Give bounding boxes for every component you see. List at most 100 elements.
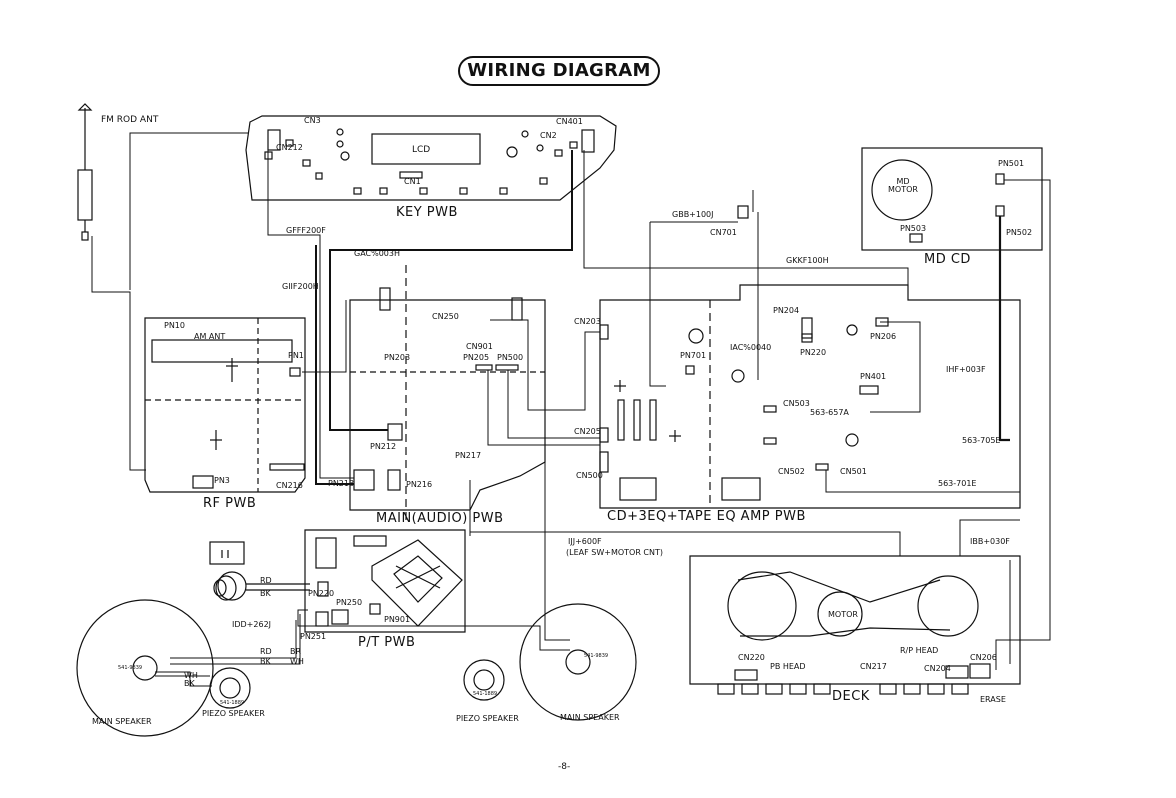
wire-bk-horn: BK <box>260 589 271 598</box>
pn216-label: PN216 <box>406 480 433 489</box>
cn220-label: CN220 <box>738 653 765 662</box>
piezo-speaker-left <box>209 667 251 709</box>
pn503-connector <box>909 233 923 243</box>
cable-gac003h: GAC%003H <box>354 249 401 258</box>
cable-563-701e: 563-701E <box>938 479 977 488</box>
cable-gbb100j: GBB+100J <box>672 210 714 219</box>
pn204-label: PN204 <box>773 306 800 315</box>
cable-iac0040: IAC%0040 <box>730 343 772 352</box>
cable-gfff200f: GFFF200F <box>286 226 326 235</box>
pn1-label: PN1 <box>288 351 304 360</box>
erase-label: ERASE <box>980 695 1006 704</box>
tweeter-horn <box>213 571 310 601</box>
pn220-connector <box>801 333 813 343</box>
cable-ibb030f: IBB+030F <box>970 537 1010 546</box>
cn500-label: CN500 <box>576 471 603 480</box>
cn206-label: CN206 <box>970 653 997 662</box>
pn204-connector <box>801 317 813 339</box>
main-audio-pwb-outline <box>349 299 546 511</box>
piezo-speaker-right <box>463 659 505 701</box>
cn216-label: CN216 <box>276 481 303 490</box>
cn2-label: CN2 <box>540 131 557 140</box>
cn500-connector <box>599 451 609 473</box>
pn501-connector <box>995 173 1005 185</box>
cn212-connector <box>267 129 281 151</box>
pn213-connector <box>353 469 375 491</box>
ground-symbols <box>210 358 681 450</box>
cable-idd262j: IDD+262J <box>232 620 272 629</box>
pn701-connector <box>685 365 695 375</box>
main-audio-pwb-label: MAIN(AUDIO) PWB <box>376 511 504 526</box>
main-speaker-left <box>76 599 214 737</box>
lcd-display <box>371 133 481 165</box>
page-title: WIRING DIAGRAM <box>458 56 660 86</box>
cn205-connector <box>599 427 609 443</box>
deck-belt <box>737 571 951 637</box>
pn901-label: PN901 <box>384 615 411 624</box>
fm-rod-ant-label: FM ROD ANT <box>101 115 159 125</box>
piezo-speaker-right-label: PIEZO SPEAKER <box>456 714 519 723</box>
pn216-connector <box>387 469 401 491</box>
key-pwb-buttons <box>264 128 578 195</box>
wire-bk-speaker: BK <box>260 657 271 666</box>
pn502-label: PN502 <box>1006 228 1033 237</box>
key-pwb-label: KEY PWB <box>396 205 458 220</box>
cn503-label: CN503 <box>783 399 810 408</box>
md-motor-circle <box>871 159 933 221</box>
cn212-label: CN212 <box>276 143 303 152</box>
lcd-label: LCD <box>412 145 431 155</box>
capacitor-box <box>209 541 245 565</box>
pn3-connector <box>192 475 214 489</box>
speaker-code-main-left: 541-9839 <box>118 665 143 671</box>
cn901-label: CN901 <box>466 342 493 351</box>
pn503-label: PN503 <box>900 224 927 233</box>
eq-sliders <box>617 399 657 441</box>
rf-pwb-label: RF PWB <box>203 496 257 511</box>
speaker-code-piezo-left: 541-1889 <box>220 700 245 706</box>
deck-label: DECK <box>832 689 870 704</box>
rp-head-label: R/P HEAD <box>900 646 939 655</box>
pt-pwb-outline <box>304 529 466 633</box>
cn502-label: CN502 <box>778 467 805 476</box>
cable-563-705e: 563-705E <box>962 436 1001 445</box>
md-cd-label: MD CD <box>924 252 971 267</box>
pn501-label: PN501 <box>998 159 1025 168</box>
wire-harnesses <box>91 132 1051 687</box>
cn217-label: CN217 <box>860 662 887 671</box>
cd-amp-pwb-label: CD+3EQ+TAPE EQ AMP PWB <box>607 509 806 524</box>
motor-label: MOTOR <box>828 610 858 619</box>
deck-motor <box>817 591 863 637</box>
am-ant-label: AM ANT <box>194 332 226 341</box>
jack-block-2 <box>721 477 761 501</box>
pn220-pt-label: PN220 <box>308 589 335 598</box>
deck-reel-left <box>727 571 797 641</box>
pn220-pt-connector <box>317 581 329 597</box>
speaker-code-main-right: 541-9839 <box>584 653 609 659</box>
pn10-label: PN10 <box>164 321 185 330</box>
jack-block-1 <box>619 477 657 501</box>
cn204-label: CN204 <box>924 664 951 673</box>
pn251-label: PN251 <box>300 632 327 641</box>
cn250-label: CN250 <box>432 312 459 321</box>
pn212-label: PN212 <box>370 442 397 451</box>
cable-ijj600f: IJJ+600F <box>568 537 602 546</box>
cn701-label: CN701 <box>710 228 737 237</box>
cn401-label: CN401 <box>556 117 583 126</box>
cn701-connector <box>737 205 749 219</box>
pn500-label: PN500 <box>497 353 524 362</box>
cn501-label: CN501 <box>840 467 867 476</box>
cn3-label: CN3 <box>304 116 321 125</box>
rf-pwb-outline <box>144 317 306 493</box>
wire-bk-piezo: BK <box>184 679 195 688</box>
wire-br: BR <box>290 647 302 656</box>
pn203-label: PN203 <box>384 353 411 362</box>
wire-wh-piezo: WH <box>184 671 198 680</box>
pb-head-label: PB HEAD <box>770 662 806 671</box>
cn1-connector <box>399 171 423 179</box>
pt-pwb-label: P/T PWB <box>358 635 416 650</box>
cable-ihf003f: IHF+003F <box>946 365 986 374</box>
pn220-label: PN220 <box>800 348 827 357</box>
pn401-label: PN401 <box>860 372 887 381</box>
